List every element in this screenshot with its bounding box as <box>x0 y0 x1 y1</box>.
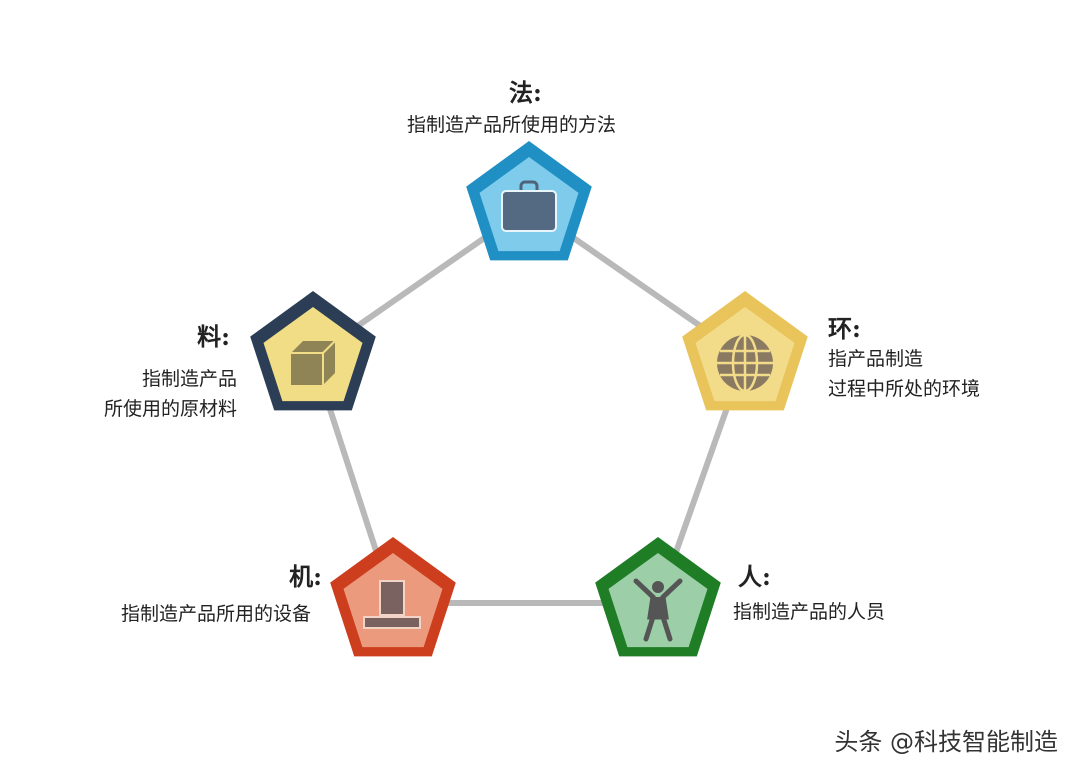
liao-desc-2: 所使用的原材料 <box>103 398 237 420</box>
globe-icon <box>717 333 773 393</box>
ji-title: 机: <box>289 562 322 591</box>
person-icon <box>633 578 683 642</box>
ji-desc: 指制造产品所用的设备 <box>120 603 311 625</box>
ren-node <box>595 537 721 657</box>
briefcase-icon <box>501 180 557 232</box>
fa-node <box>466 141 592 261</box>
huan-desc-1: 指产品制造 <box>828 348 924 370</box>
fa-desc: 指制造产品所使用的方法 <box>407 114 617 136</box>
ji-node <box>330 537 456 657</box>
liao-node <box>250 291 376 411</box>
liao-title: 料: <box>197 322 230 351</box>
ren-desc: 指制造产品的人员 <box>733 601 886 623</box>
liao-desc-1: 指制造产品 <box>141 368 237 390</box>
huan-desc-2: 过程中所处的环境 <box>828 378 981 400</box>
watermark: 头条 @科技智能制造 <box>834 728 1058 756</box>
computer-icon <box>363 580 421 629</box>
fa-title: 法: <box>509 78 542 107</box>
ren-title: 人: <box>738 562 771 591</box>
box-icon <box>291 340 336 385</box>
huan-title: 环: <box>828 314 861 343</box>
huan-node <box>682 291 808 411</box>
